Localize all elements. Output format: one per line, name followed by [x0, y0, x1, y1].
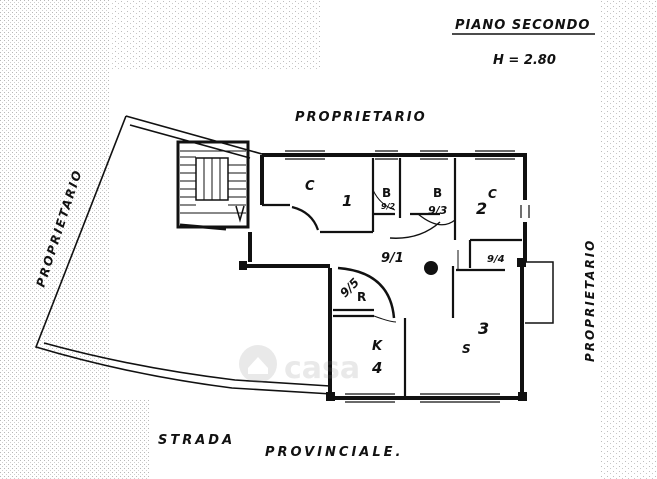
bath-2-code: 9/3 — [428, 204, 448, 217]
road-label-strada: STRADA — [158, 433, 235, 448]
neighbour-label-top: PROPRIETARIO — [295, 110, 427, 125]
road-label-provinciale: PROVINCIALE. — [265, 445, 403, 460]
closet-code: 9/4 — [487, 254, 505, 265]
wall-column — [239, 261, 247, 270]
room-2-number: 2 — [476, 199, 487, 218]
balcony-right — [517, 258, 554, 324]
living-letter: S — [462, 342, 471, 356]
kitchen-number: 4 — [371, 359, 382, 377]
room-1-number: 1 — [342, 192, 352, 210]
ceiling-height: H = 2.80 — [493, 53, 556, 68]
room-2-letter: C — [488, 187, 497, 201]
bath-1-code: 9/2 — [381, 202, 395, 211]
exterior-walls — [244, 153, 527, 400]
room-1-letter: C — [305, 179, 315, 194]
corner-room-letter: R — [357, 290, 366, 304]
kitchen-letter: K — [372, 339, 383, 354]
living-number: 3 — [478, 319, 489, 338]
windows — [285, 150, 530, 403]
stair-core — [176, 140, 250, 231]
watermark: casa — [239, 345, 360, 386]
round-column — [424, 261, 438, 275]
scan-texture-top — [110, 0, 320, 70]
door-swings — [372, 189, 459, 323]
scan-texture-right — [600, 0, 657, 479]
scan-texture-bottom — [0, 400, 150, 479]
hall-code: 9/1 — [381, 251, 404, 266]
neighbour-label-right: PROPRIETARIO — [583, 239, 597, 362]
corner-post — [518, 392, 527, 401]
watermark-text: casa — [284, 351, 360, 386]
bath-1-letter: B — [382, 186, 391, 200]
interior-walls — [262, 158, 522, 396]
plan-title: PIANO SECONDO — [455, 18, 590, 33]
corner-post — [326, 392, 335, 401]
bath-2-letter: B — [433, 186, 442, 200]
scan-texture-left — [0, 0, 110, 479]
